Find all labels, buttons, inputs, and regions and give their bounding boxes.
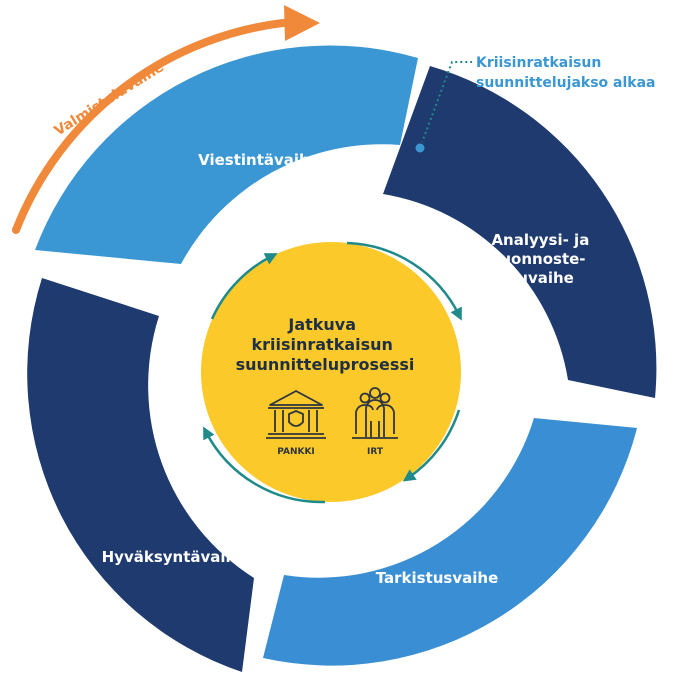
cycle-arrow-top [210,253,278,320]
phase-label-hyvaksynta: Hyväksyntävaihe [102,548,247,566]
phase-label-tarkistus: Tarkistusvaihe [376,569,499,587]
phase-segment-tarkistus [263,418,637,666]
start-marker-dot [413,141,427,155]
cycle-arrow-bottom [402,409,461,482]
start-note: Kriisinratkaisun suunnittelujakso alkaa [476,55,655,91]
phase-segment-analyysi [383,66,657,398]
team-icon-caption: IRT [367,447,384,457]
center-cycle-arrows [203,241,462,504]
center-circle [201,242,461,502]
phase-segment-hyvaksynta [27,278,254,672]
phase-label-viestinta: Viestintävaihe [198,151,320,169]
start-note-line-1: Kriisinratkaisun [476,55,601,71]
team-icon [352,387,398,439]
bank-icon-caption: PANKKI [277,447,315,457]
bank-icon [266,390,326,439]
phase-label-analyysi: Analyysi- ja luonnoste- luvaihe [491,231,594,287]
prep-phase-arrow [12,18,296,234]
phase-segment-viestinta [35,45,418,264]
start-leader-line [419,61,472,149]
cycle-arrow-right [346,241,462,321]
start-note-line-2: suunnittelujakso alkaa [476,75,655,91]
prep-phase-arrowhead [284,5,320,41]
cycle-arrow-left [203,426,326,504]
center-title: Jatkuva kriisinratkaisun suunnittelupros… [236,315,415,374]
